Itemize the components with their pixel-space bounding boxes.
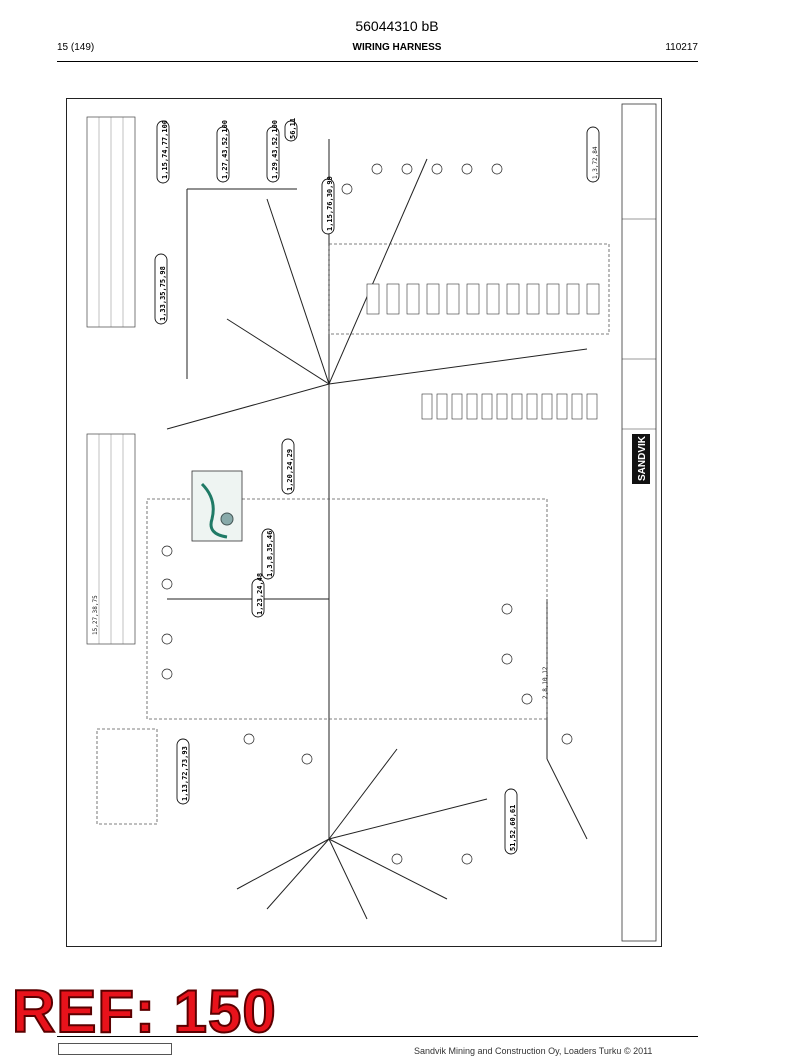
- section-title: WIRING HARNESS: [352, 42, 442, 53]
- conn-label-7: 1,20,24,29: [286, 449, 294, 491]
- footer-copyright: Sandvik Mining and Construction Oy, Load…: [414, 1046, 653, 1056]
- date-code: 110217: [665, 42, 698, 53]
- conn-label-13: 1,3,72,84: [592, 146, 599, 179]
- conn-label-14: 2,8,10,12: [542, 666, 549, 699]
- dashed-zones: [96, 243, 610, 825]
- conn-label-9: 1,23,24,48: [256, 573, 264, 615]
- harness-trunks: [166, 139, 588, 920]
- conn-label-4: 56,11: [289, 118, 297, 139]
- conn-label-6: 1,33,35,75,98: [159, 266, 167, 321]
- fuse-row: [366, 283, 600, 315]
- conn-label-5: 1,15,76,30,99: [326, 176, 334, 231]
- conn-label-2: 1,27,43,52,100: [221, 120, 229, 179]
- brand-block: [632, 434, 650, 484]
- conn-label-8: 1,3,8,35,46: [266, 531, 274, 577]
- brand-label: SANDVIK: [637, 435, 648, 481]
- conn-label-11: 51,52,60,61: [509, 805, 517, 851]
- footer-logo: [58, 1043, 172, 1055]
- wiring-diagram-svg: SANDVIK: [86, 103, 657, 942]
- splice-points: [161, 163, 573, 865]
- header-rule: [57, 61, 698, 62]
- conn-label-12: 15,27,38,75: [92, 595, 99, 635]
- ref-stamp: REF: 150: [11, 978, 277, 1045]
- document-number: 56044310 bB: [355, 18, 439, 34]
- title-block: [621, 103, 657, 942]
- conn-label-3: 1,29,43,52,100: [271, 120, 279, 179]
- page-number: 15 (149): [57, 42, 95, 53]
- footer-rule: [57, 1036, 698, 1037]
- conn-label-10: 1,13,72,73,93: [181, 746, 189, 801]
- relay-row: [421, 393, 598, 420]
- cable-photo: [191, 470, 243, 542]
- wiring-diagram: SANDVIK: [66, 98, 662, 947]
- connector-bubbles: [154, 120, 600, 855]
- conn-label-1: 1,15,74,77,100: [161, 120, 169, 179]
